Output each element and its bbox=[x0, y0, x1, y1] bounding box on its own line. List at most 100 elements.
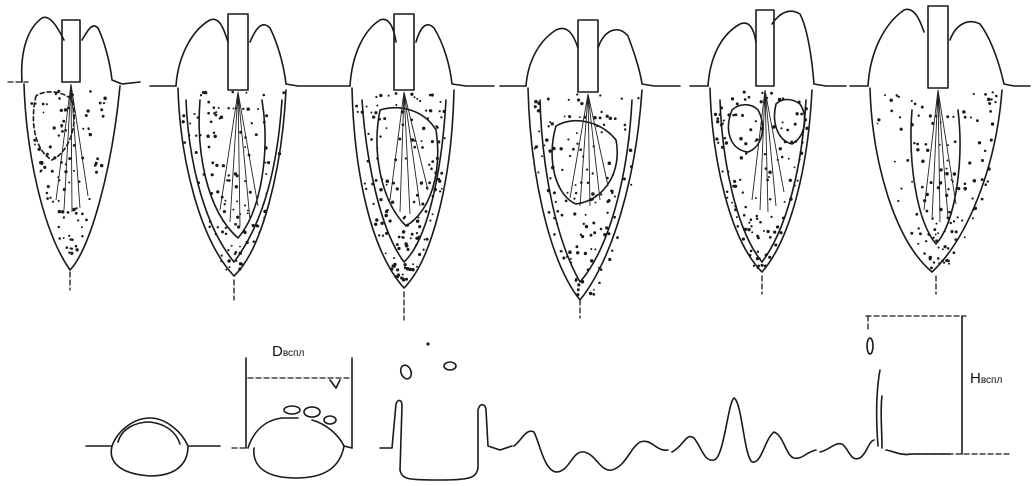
bath-panel-2 bbox=[150, 14, 322, 300]
particle-dot bbox=[194, 113, 196, 115]
particle-dot bbox=[800, 152, 803, 155]
particle-dot bbox=[948, 211, 951, 214]
particle-dot bbox=[195, 135, 197, 137]
particle-dot bbox=[984, 183, 987, 186]
particle-dot bbox=[402, 273, 404, 275]
particle-dot bbox=[51, 170, 54, 173]
particle-dot bbox=[81, 226, 83, 228]
particle-dot bbox=[391, 201, 394, 204]
particle-dot bbox=[427, 117, 429, 119]
particle-dot bbox=[553, 217, 555, 219]
particle-dot bbox=[424, 239, 426, 241]
particle-dot bbox=[73, 170, 75, 172]
particle-dot bbox=[386, 184, 388, 186]
particle-dot bbox=[239, 213, 241, 215]
particle-dot bbox=[598, 282, 601, 285]
particle-dot bbox=[39, 161, 43, 165]
particle-dot bbox=[743, 214, 746, 217]
particle-dot bbox=[416, 219, 419, 222]
particle-dot bbox=[936, 100, 939, 103]
particle-dot bbox=[216, 190, 219, 193]
particle-dot bbox=[425, 109, 427, 111]
particle-dot bbox=[388, 95, 390, 97]
particle-dot bbox=[565, 200, 568, 203]
particle-dot bbox=[71, 248, 73, 250]
particle-dot bbox=[786, 129, 789, 132]
particle-dot bbox=[577, 98, 580, 101]
particle-dot bbox=[944, 230, 946, 232]
particle-dot bbox=[227, 107, 229, 109]
particle-dot bbox=[534, 100, 538, 104]
particle-dot bbox=[46, 197, 49, 200]
particle-dot bbox=[62, 120, 65, 123]
particle-dot bbox=[939, 208, 943, 212]
surface-profile-5 bbox=[672, 398, 816, 462]
particle-dot bbox=[894, 161, 896, 163]
surface-profile-1 bbox=[86, 418, 220, 476]
particle-dot bbox=[757, 250, 759, 252]
particle-dot bbox=[566, 255, 568, 257]
particle-dot bbox=[750, 218, 753, 221]
particle-dot bbox=[797, 180, 799, 182]
particle-dot bbox=[87, 127, 89, 129]
particle-dot bbox=[585, 214, 587, 216]
particle-dot bbox=[234, 223, 237, 226]
particle-dot bbox=[732, 114, 735, 117]
particle-dot bbox=[239, 252, 242, 255]
particle-dot bbox=[555, 201, 557, 203]
particle-dot bbox=[776, 225, 779, 228]
particle-dot bbox=[939, 144, 941, 146]
particle-dot bbox=[721, 146, 724, 149]
particle-dot bbox=[744, 98, 747, 101]
particle-dot bbox=[594, 248, 596, 250]
particle-dot bbox=[64, 170, 67, 173]
particle-dot bbox=[426, 238, 429, 241]
particle-dot bbox=[416, 266, 418, 268]
particle-dot bbox=[564, 115, 566, 117]
particle-dot bbox=[210, 192, 213, 195]
particle-dot bbox=[81, 213, 84, 216]
particle-dot bbox=[422, 127, 425, 130]
particle-dot bbox=[379, 135, 381, 137]
particle-dot bbox=[30, 102, 33, 105]
particle-dot bbox=[592, 222, 595, 225]
particle-dot bbox=[774, 243, 777, 246]
particle-dot bbox=[587, 182, 589, 184]
particle-dot bbox=[925, 210, 928, 213]
particle-dot bbox=[600, 268, 603, 271]
particle-dot bbox=[213, 106, 216, 109]
particle-dot bbox=[760, 127, 764, 131]
particle-dot bbox=[395, 104, 397, 106]
particle-dot bbox=[425, 210, 428, 213]
particle-dot bbox=[89, 133, 92, 136]
particle-dot bbox=[921, 106, 924, 109]
particle-dot bbox=[418, 253, 421, 256]
particle-dot bbox=[411, 138, 415, 142]
particle-dot bbox=[926, 149, 929, 152]
particle-dot bbox=[744, 206, 747, 209]
particle-dot bbox=[592, 293, 595, 296]
particle-dot bbox=[582, 155, 584, 157]
particle-dot bbox=[744, 142, 747, 145]
particle-dot bbox=[231, 91, 234, 94]
particle-dot bbox=[371, 183, 374, 186]
particle-dot bbox=[567, 138, 569, 140]
particle-dot bbox=[935, 115, 937, 117]
particle-dot bbox=[949, 222, 951, 224]
particle-dot bbox=[948, 263, 950, 265]
particle-dot bbox=[429, 109, 432, 112]
particle-dot bbox=[401, 110, 404, 113]
particle-dot bbox=[758, 257, 760, 259]
particle-dot bbox=[764, 153, 766, 155]
particle-dot bbox=[213, 131, 216, 134]
particle-dot bbox=[575, 192, 577, 194]
particle-dot bbox=[716, 117, 719, 120]
particle-dot bbox=[760, 264, 763, 267]
particle-dot bbox=[410, 93, 413, 96]
particle-dot bbox=[742, 238, 745, 241]
particle-dot bbox=[592, 172, 594, 174]
particle-dot bbox=[568, 99, 570, 101]
particle-dot bbox=[556, 223, 558, 225]
particle-dot bbox=[221, 196, 224, 199]
surface-profile-6 bbox=[820, 316, 1012, 459]
